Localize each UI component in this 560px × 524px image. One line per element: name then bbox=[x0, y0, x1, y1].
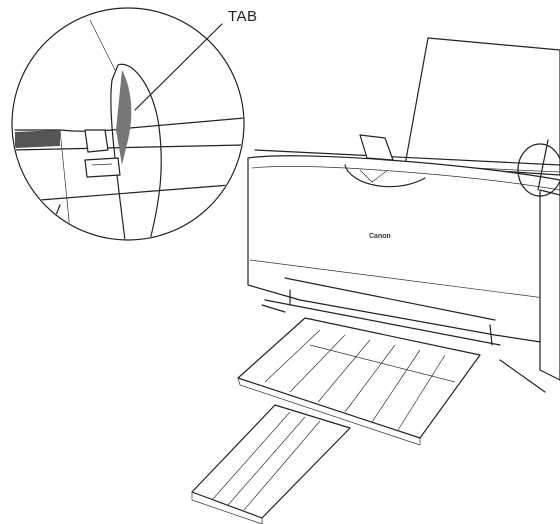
tab-leader-line bbox=[134, 23, 223, 111]
paper-support-edge bbox=[254, 149, 560, 166]
output-tray bbox=[237, 317, 481, 446]
printer-brand-logo: Canon bbox=[369, 233, 391, 240]
detail-indicator-circle bbox=[517, 143, 560, 197]
magnified-detail bbox=[11, 7, 245, 241]
tab-callout-label: TAB bbox=[228, 8, 258, 25]
tray-extension bbox=[191, 404, 351, 524]
paper-sheet bbox=[404, 37, 560, 176]
printer-body bbox=[247, 134, 560, 393]
paper-guide-slider bbox=[359, 134, 394, 161]
